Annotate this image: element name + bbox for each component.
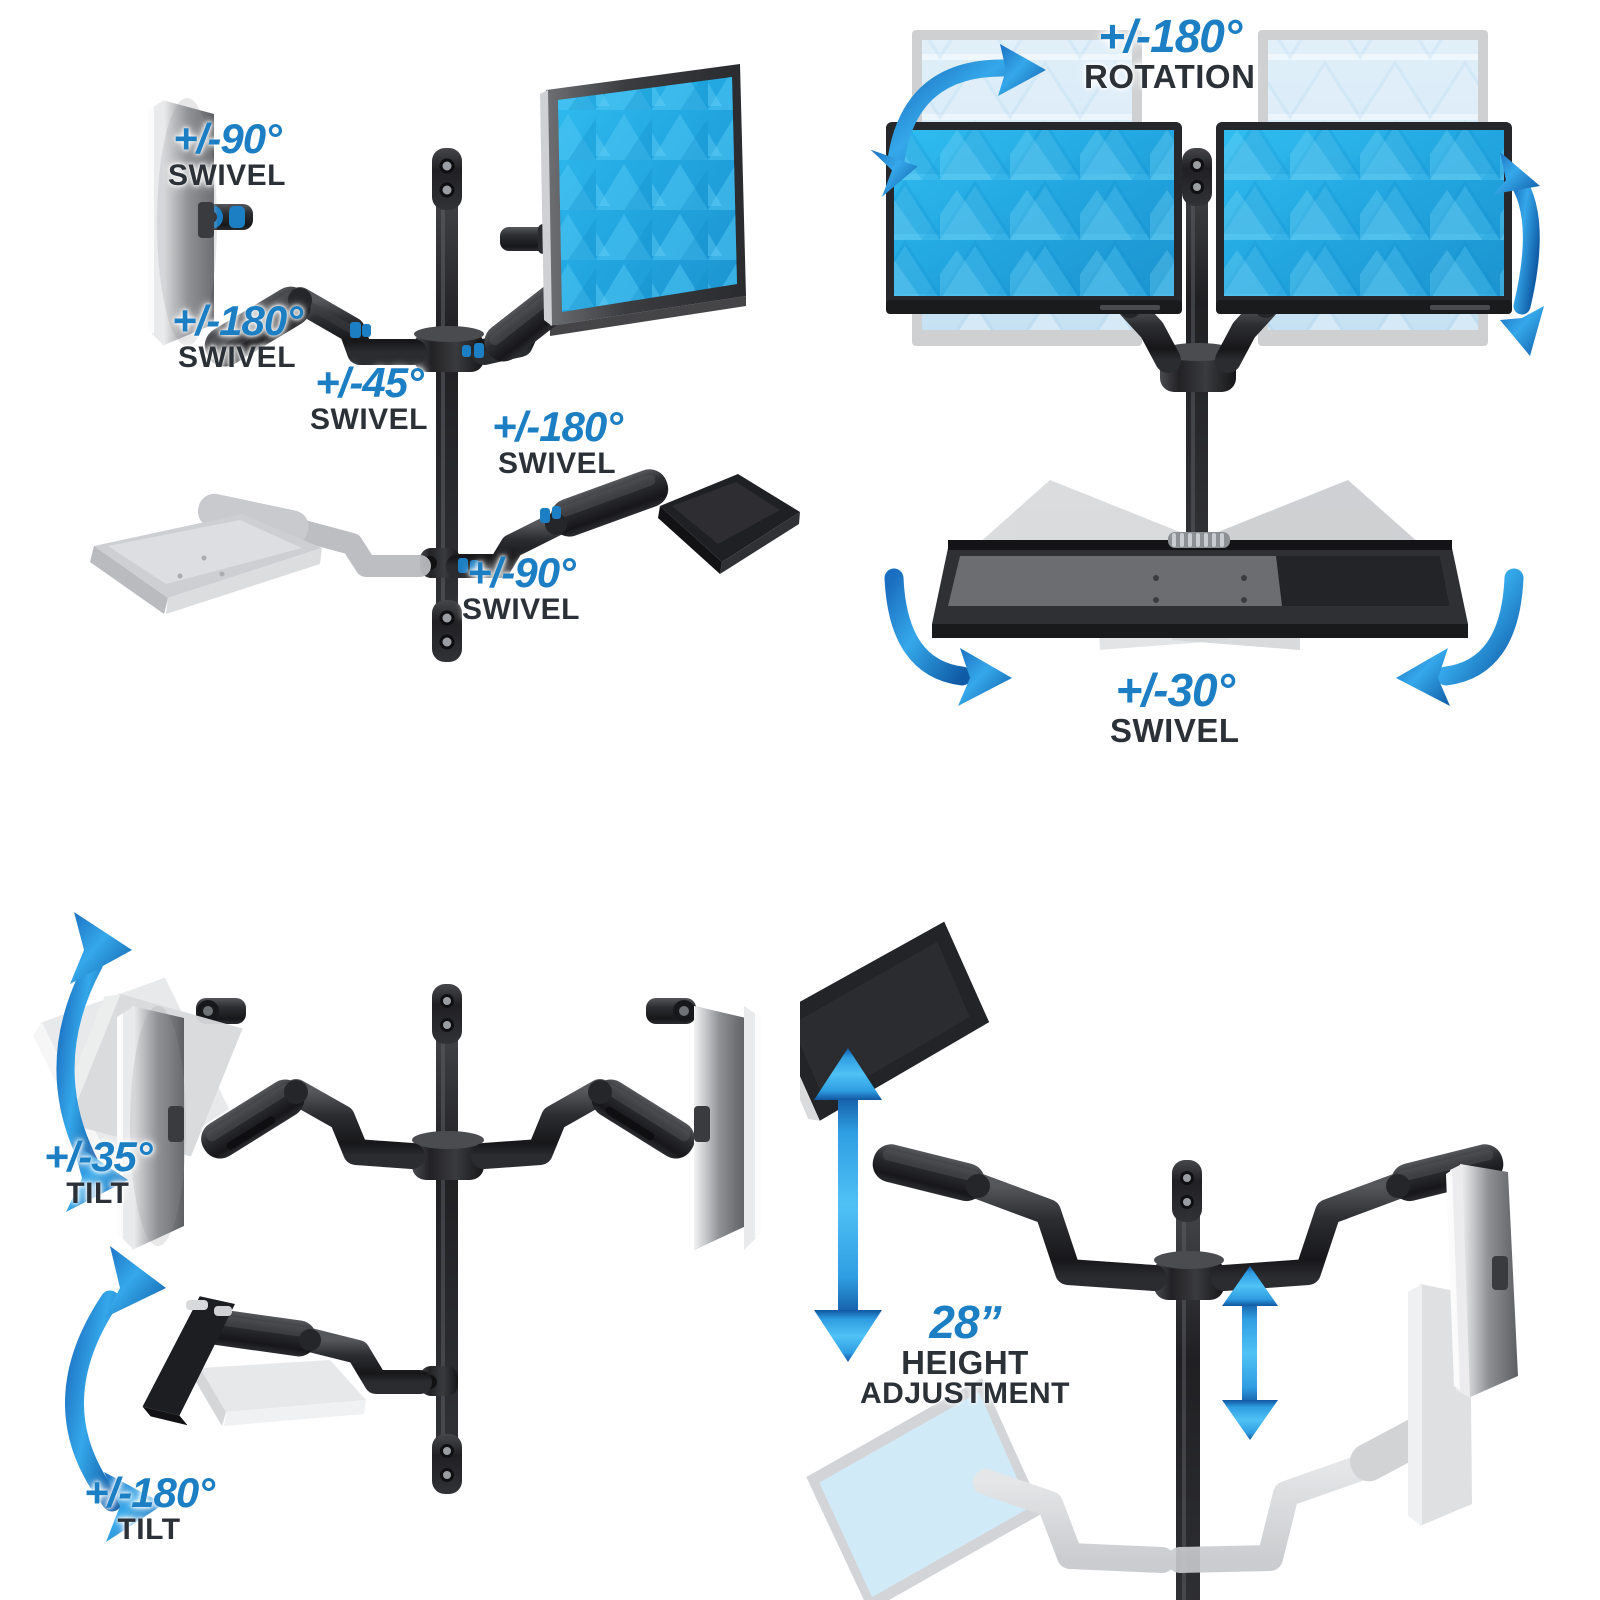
callout-height-adjustment: 28” HEIGHT ADJUSTMENT bbox=[860, 1296, 1071, 1411]
arrowhead bbox=[66, 1142, 128, 1212]
callout-value: +/-90° bbox=[173, 115, 282, 162]
callout-value: +/-30° bbox=[1115, 664, 1235, 716]
callout-unit: SWIVEL bbox=[310, 403, 429, 437]
panel-tilt-overview: +/-35° TILT +/-180° TILT bbox=[0, 800, 800, 1600]
tilt-arrow-180 bbox=[65, 1290, 122, 1512]
panel-height-adjustment: 28” HEIGHT ADJUSTMENT bbox=[800, 800, 1600, 1600]
callout-unit: HEIGHT bbox=[901, 1344, 1029, 1382]
arrowhead bbox=[1500, 306, 1544, 356]
height-arrows bbox=[814, 1048, 1278, 1440]
left-monitor-landscape bbox=[886, 122, 1182, 314]
tray-swivel-arrow-left bbox=[884, 568, 972, 686]
arrowhead bbox=[870, 149, 918, 197]
left-monitor-rear bbox=[148, 98, 217, 346]
raised-left-monitor bbox=[800, 921, 990, 1121]
callout-rotation-180: +/-180° ROTATION bbox=[1084, 10, 1256, 96]
panel-swivel-overview: +/-90° SWIVEL +/-180° SWIVEL +/-45° SWIV… bbox=[0, 0, 800, 800]
arrowhead bbox=[1494, 152, 1540, 194]
right-monitor-arm bbox=[471, 998, 696, 1169]
callout-unit: TILT bbox=[117, 1513, 181, 1547]
left-monitor-arm bbox=[196, 998, 425, 1169]
right-tray-arm bbox=[446, 469, 800, 578]
rotation-arrow-right bbox=[1505, 167, 1540, 315]
arrowhead bbox=[70, 912, 132, 984]
center-pole bbox=[412, 984, 484, 1494]
height-arrow-left bbox=[814, 1048, 882, 1362]
swivel-overview-artwork bbox=[90, 64, 800, 662]
callout-tray-swivel-30: +/-30° SWIVEL bbox=[1110, 664, 1240, 750]
tray-swivel-arrow-right bbox=[1436, 568, 1524, 686]
callout-unit: ROTATION bbox=[1084, 58, 1256, 96]
height-arrow-center-upper bbox=[1222, 1266, 1278, 1440]
laptop-tray-arm bbox=[142, 1296, 432, 1426]
callout-unit: TILT bbox=[66, 1177, 130, 1211]
raised-right-monitor bbox=[1446, 1164, 1518, 1398]
tilt-arrow-35 bbox=[56, 955, 103, 1177]
right-monitor-front bbox=[540, 64, 746, 336]
ghost-lowered-arms bbox=[806, 1284, 1472, 1600]
rotation-arrows bbox=[870, 44, 1544, 706]
arrowhead bbox=[1396, 648, 1450, 706]
callout-head-swivel-90: +/-90° SWIVEL bbox=[168, 115, 287, 193]
joint-accent-blue bbox=[350, 322, 371, 338]
callout-tilt-35: +/-35° TILT bbox=[44, 1133, 153, 1211]
right-monitor-rear bbox=[694, 1006, 761, 1250]
ghost-tray-flat bbox=[196, 1360, 366, 1426]
callout-value: +/-180° bbox=[1098, 10, 1242, 62]
callout-value: +/-180° bbox=[492, 403, 623, 450]
tilt-artwork bbox=[32, 977, 761, 1494]
callout-unit: SWIVEL bbox=[462, 593, 581, 627]
arrowhead bbox=[104, 1472, 164, 1542]
panel-rotation-and-tray-swivel: +/-180° ROTATION +/-30° SWIVEL bbox=[800, 0, 1600, 800]
callout-pole-swivel-45: +/-45° SWIVEL bbox=[310, 359, 429, 437]
joint-accent-blue bbox=[462, 343, 484, 358]
arrowhead bbox=[998, 44, 1046, 96]
callout-tray-pole-swivel-90: +/-90° SWIVEL bbox=[462, 549, 581, 627]
callout-unit: SWIVEL bbox=[1110, 712, 1240, 750]
callout-value: 28” bbox=[929, 1296, 1001, 1348]
raised-monitor-arms bbox=[872, 1144, 1504, 1291]
callout-value: +/-180° bbox=[84, 1469, 215, 1516]
callout-unit: SWIVEL bbox=[498, 447, 617, 481]
callout-value: +/-45° bbox=[315, 359, 424, 406]
callout-unit: SWIVEL bbox=[178, 341, 297, 375]
center-pole bbox=[414, 148, 484, 662]
callout-value: +/-90° bbox=[467, 549, 576, 596]
arrowhead bbox=[104, 1246, 166, 1318]
rotation-artwork bbox=[886, 30, 1512, 650]
center-pole bbox=[1154, 1160, 1224, 1600]
right-monitor-landscape bbox=[1216, 122, 1512, 314]
center-pole bbox=[1160, 148, 1236, 628]
callout-value: +/-35° bbox=[44, 1133, 153, 1180]
callout-unit: SWIVEL bbox=[168, 159, 287, 193]
keyboard-tray bbox=[932, 532, 1468, 638]
callout-tilt-180: +/-180° TILT bbox=[84, 1469, 215, 1547]
callout-elbow-swivel-180: +/-180° SWIVEL bbox=[172, 297, 303, 375]
height-artwork bbox=[800, 921, 1518, 1600]
callout-value: +/-180° bbox=[172, 297, 303, 344]
joint-accent-blue bbox=[458, 506, 561, 573]
callout-unit-line2: ADJUSTMENT bbox=[860, 1377, 1071, 1411]
callout-tray-elbow-swivel-180: +/-180° SWIVEL bbox=[492, 403, 623, 481]
tilt-arrows bbox=[56, 912, 166, 1542]
ghost-tray-position bbox=[90, 493, 431, 614]
arrowhead bbox=[958, 648, 1012, 706]
rotation-arrow-left bbox=[887, 59, 1015, 169]
